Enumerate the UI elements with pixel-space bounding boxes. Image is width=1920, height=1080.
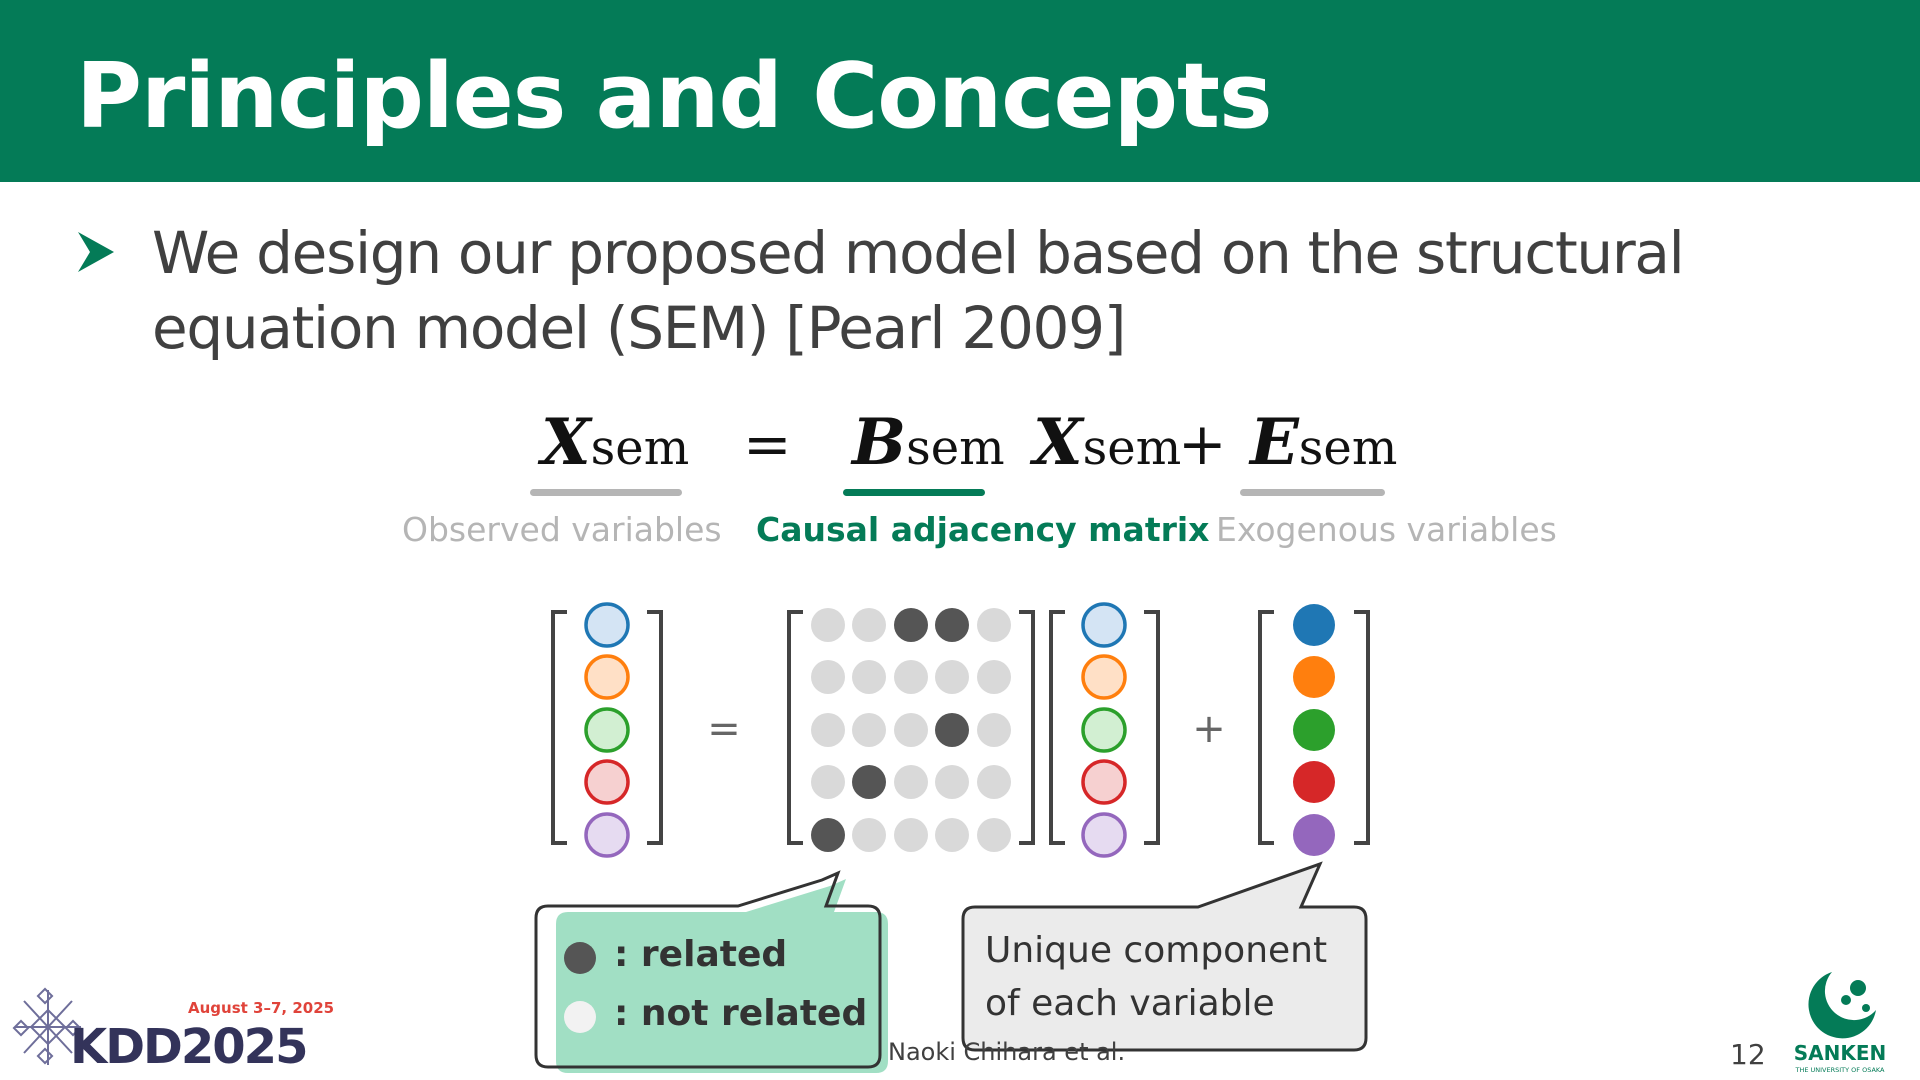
exogenous-node-1 xyxy=(1293,604,1335,646)
bracket-obs2-left xyxy=(1049,610,1065,845)
causal-underline xyxy=(843,489,985,496)
matrix-cell-4-1 xyxy=(811,765,845,799)
legend-not-related-dot xyxy=(564,1001,596,1033)
kdd-name: KDD2025 xyxy=(70,1019,306,1075)
eq-e: Esem xyxy=(1250,405,1398,480)
matrix-brackets xyxy=(551,610,1370,845)
matrix-cell-1-4 xyxy=(935,608,969,642)
eq-equals: = xyxy=(743,410,792,478)
exogenous-node-4 xyxy=(1293,761,1335,803)
matrix-cell-4-3 xyxy=(894,765,928,799)
kdd2025-logo: August 3–7, 2025 KDD2025 xyxy=(12,987,334,1075)
matrix-cell-3-1 xyxy=(811,713,845,747)
sanken-name: SANKEN xyxy=(1794,1041,1887,1065)
matrix-cell-3-2 xyxy=(852,713,886,747)
observed-node-3 xyxy=(584,707,630,753)
bracket-exo-right xyxy=(1354,610,1370,845)
exo-callout-line1: Unique component xyxy=(985,930,1328,971)
matrix-cell-2-4 xyxy=(935,660,969,694)
matrix-cell-1-5 xyxy=(977,608,1011,642)
bullet-main-text: We design our proposed model based on th… xyxy=(152,219,1685,362)
matrix-cell-5-5 xyxy=(977,818,1011,852)
title-bar: Principles and Concepts xyxy=(0,0,1920,182)
bracket-obs2-right xyxy=(1144,610,1160,845)
matrix-cell-2-3 xyxy=(894,660,928,694)
diagram-plus: + xyxy=(1192,706,1226,752)
eq-rhs-x: Xsem xyxy=(1033,405,1182,480)
bracket-exo-left xyxy=(1258,610,1274,845)
bracket-adj-right xyxy=(1019,610,1035,845)
matrix-cell-1-3 xyxy=(894,608,928,642)
eq-plus: + xyxy=(1178,410,1227,478)
matrix-cell-4-5 xyxy=(977,765,1011,799)
observed-underline xyxy=(530,489,682,496)
observed-node-4 xyxy=(584,759,630,805)
observed-rhs-node-1 xyxy=(1081,602,1127,648)
caption-causal: Causal adjacency matrix xyxy=(756,510,1210,549)
exogenous-node-3 xyxy=(1293,709,1335,751)
kdd-dates: August 3–7, 2025 xyxy=(188,999,334,1017)
exo-callout-line2: of each variable xyxy=(985,983,1275,1024)
slide-title: Principles and Concepts xyxy=(76,44,1273,149)
caption-exogenous: Exogenous variables xyxy=(1216,510,1557,549)
snowflake-icon xyxy=(12,987,82,1065)
legend-callout-outline xyxy=(534,870,882,1069)
matrix-cell-3-3 xyxy=(894,713,928,747)
footer-author: Naoki Chihara et al. xyxy=(888,1038,1126,1066)
bullet-text: We design our proposed model based on th… xyxy=(152,216,1872,366)
matrix-cell-5-4 xyxy=(935,818,969,852)
exo-callout-shape xyxy=(961,861,1368,1052)
diagram-equals: = xyxy=(707,706,741,752)
sanken-emblem-icon xyxy=(1808,972,1876,1039)
matrix-cell-3-4 xyxy=(935,713,969,747)
exogenous-underline xyxy=(1240,489,1385,496)
page-number: 12 xyxy=(1730,1038,1766,1071)
observed-vector-rhs xyxy=(1081,602,1127,858)
matrix-cell-1-1 xyxy=(811,608,845,642)
matrix-cell-2-2 xyxy=(852,660,886,694)
observed-node-5 xyxy=(584,812,630,858)
matrix-cell-2-1 xyxy=(811,660,845,694)
arrow-bullet-icon xyxy=(78,232,114,272)
exogenous-node-2 xyxy=(1293,656,1335,698)
observed-node-1 xyxy=(584,602,630,648)
bracket-obs-left xyxy=(551,610,567,845)
observed-rhs-node-2 xyxy=(1081,654,1127,700)
citation: [Pearl 2009] xyxy=(785,294,1126,362)
eq-lhs-x: Xsem xyxy=(541,405,690,480)
bracket-adj-left xyxy=(787,610,803,845)
matrix-cell-4-4 xyxy=(935,765,969,799)
observed-rhs-node-5 xyxy=(1081,812,1127,858)
matrix-cell-1-2 xyxy=(852,608,886,642)
observed-vector xyxy=(584,602,630,858)
observed-rhs-node-4 xyxy=(1081,759,1127,805)
legend-callout-shape xyxy=(556,879,888,1073)
matrix-cell-2-5 xyxy=(977,660,1011,694)
exogenous-node-5 xyxy=(1293,814,1335,856)
observed-rhs-node-3 xyxy=(1081,707,1127,753)
legend-related-dot xyxy=(564,942,596,974)
legend-not-related-label: : not related xyxy=(614,993,868,1034)
eq-b: Bsem xyxy=(852,405,1005,480)
matrix-cell-5-1 xyxy=(811,818,845,852)
matrix-cell-5-3 xyxy=(894,818,928,852)
caption-observed: Observed variables xyxy=(402,510,722,549)
matrix-cell-5-2 xyxy=(852,818,886,852)
exogenous-vector xyxy=(1293,604,1335,856)
legend-related-label: : related xyxy=(614,934,788,975)
bracket-obs-right xyxy=(647,610,663,845)
matrix-cell-3-5 xyxy=(977,713,1011,747)
sanken-subtitle: THE UNIVERSITY OF OSAKA xyxy=(1794,1066,1885,1074)
matrix-cell-4-2 xyxy=(852,765,886,799)
adjacency-matrix xyxy=(811,608,1011,852)
observed-node-2 xyxy=(584,654,630,700)
sanken-logo: SANKEN THE UNIVERSITY OF OSAKA xyxy=(1794,972,1887,1074)
